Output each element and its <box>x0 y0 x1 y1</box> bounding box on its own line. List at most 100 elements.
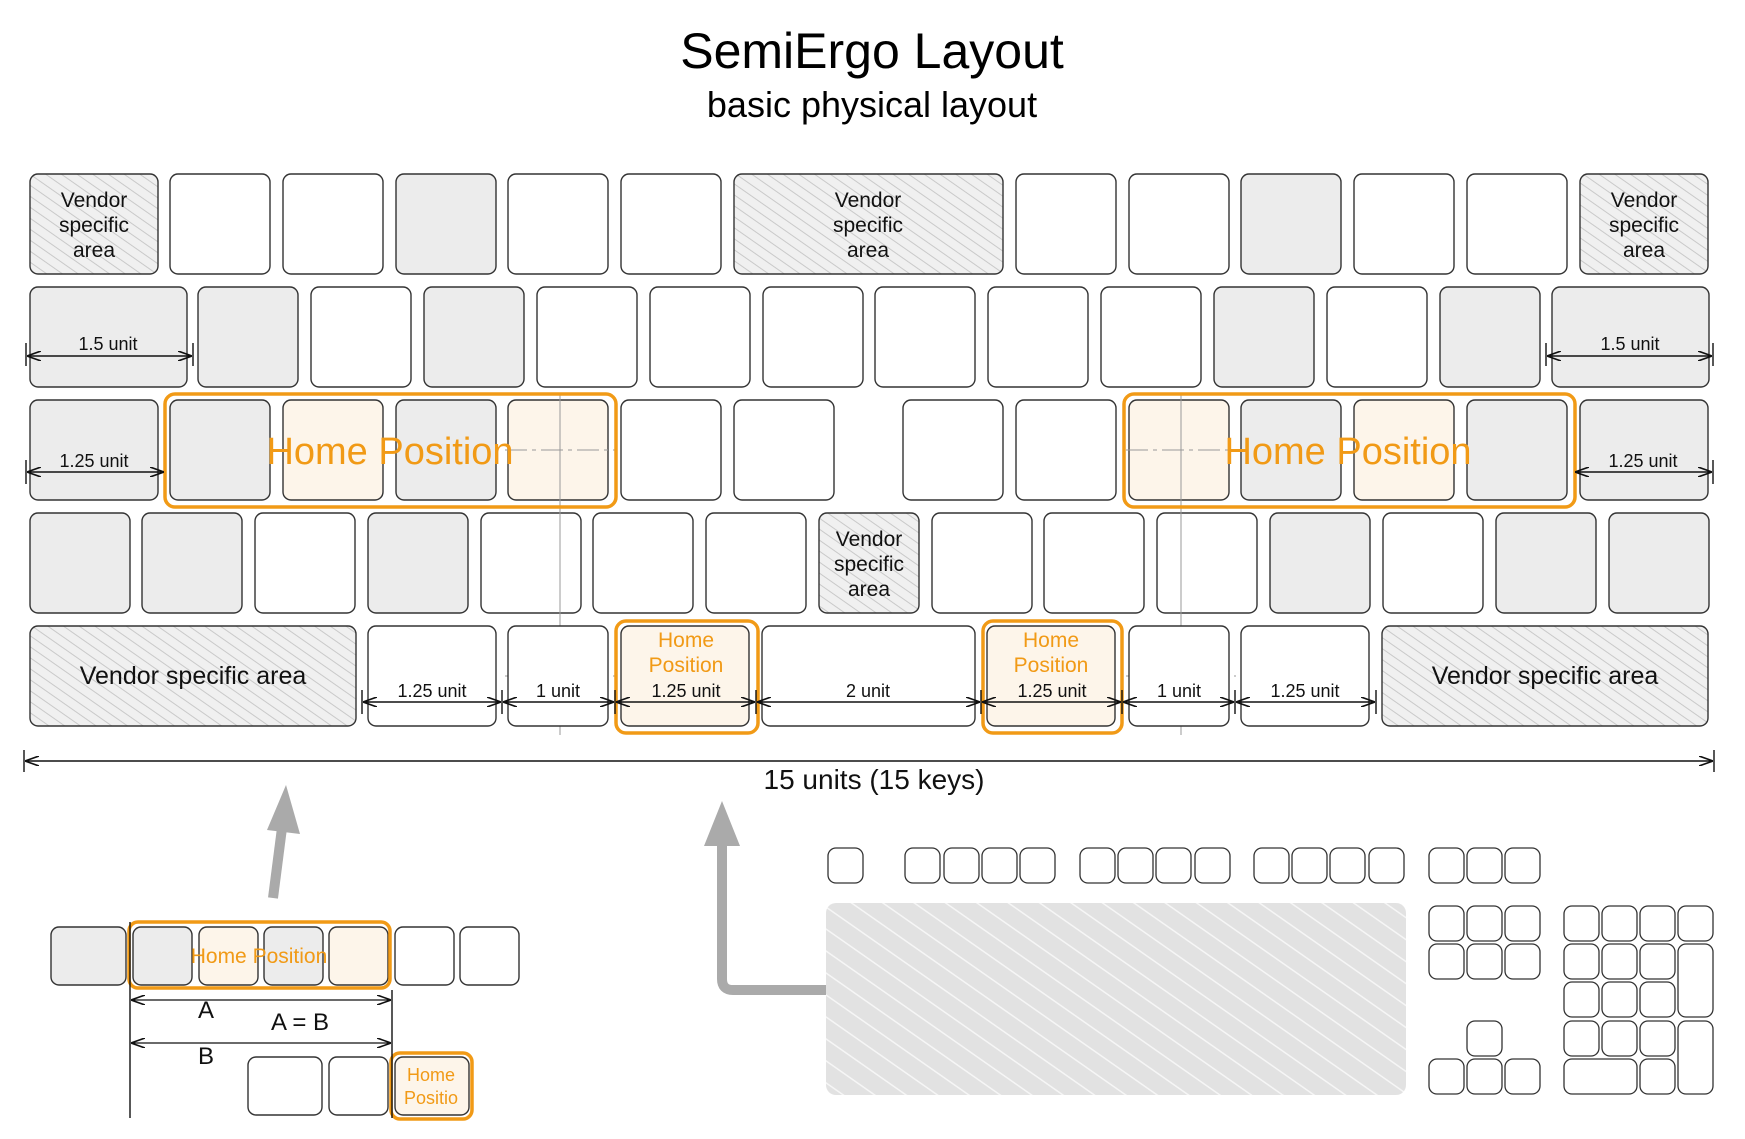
svg-text:1.25 unit: 1.25 unit <box>651 681 720 701</box>
home-position-frames <box>163 392 1577 735</box>
key-1-25u <box>1240 625 1370 727</box>
key-vendor-top-right <box>1579 173 1709 275</box>
svg-text:1.25 unit: 1.25 unit <box>1608 451 1677 471</box>
key <box>141 512 243 614</box>
vendor-label-bottom-right: Vendor specific area <box>1432 662 1659 690</box>
home-position-label-right: Home Position <box>1224 431 1471 473</box>
home-thumb-label-right: Home Position <box>1014 629 1089 677</box>
svg-text:2 unit: 2 unit <box>846 681 890 701</box>
key <box>1269 512 1371 614</box>
key-1u <box>507 625 609 727</box>
key-1-5u-right <box>1551 286 1710 388</box>
diagram-subtitle: basic physical layout <box>707 84 1037 125</box>
key <box>762 286 864 388</box>
key <box>536 286 638 388</box>
svg-text:specific: specific <box>59 214 129 237</box>
svg-text:Position: Position <box>1014 654 1089 677</box>
key <box>733 399 835 501</box>
inset-home-label: Home Position <box>191 945 328 968</box>
key-1-25u-right <box>1579 399 1709 501</box>
svg-text:1.5 unit: 1.5 unit <box>78 334 137 354</box>
key <box>620 399 722 501</box>
key-row-2 <box>29 286 1710 388</box>
svg-text:area: area <box>1623 239 1665 262</box>
key <box>1439 286 1541 388</box>
svg-text:Home: Home <box>1023 629 1079 652</box>
dim-1-5-right: 1.5 unit <box>1545 334 1714 366</box>
key <box>1100 286 1202 388</box>
key <box>282 399 384 501</box>
key <box>1495 512 1597 614</box>
key <box>169 399 271 501</box>
svg-text:Positio: Positio <box>404 1088 458 1108</box>
dim-1-25-row3-right: 1.25 unit <box>1576 451 1714 484</box>
key <box>931 512 1033 614</box>
svg-text:1 unit: 1 unit <box>1157 681 1201 701</box>
key <box>1353 173 1455 275</box>
key-row-1 <box>29 173 1709 275</box>
svg-text:Home: Home <box>658 629 714 652</box>
vendor-label-top-left: Vendor specific area <box>59 189 129 262</box>
dims-row5-labels: 1.25 unit 1 unit 1.25 unit 2 unit 1.25 u… <box>397 681 1339 701</box>
key <box>874 286 976 388</box>
svg-text:15 units (15 keys): 15 units (15 keys) <box>764 764 985 795</box>
key <box>1353 399 1455 501</box>
svg-text:specific: specific <box>833 214 903 237</box>
key-row-4 <box>29 512 1710 614</box>
key <box>1015 399 1117 501</box>
key-1-25u <box>367 625 497 727</box>
key <box>620 173 722 275</box>
key <box>1608 512 1710 614</box>
key <box>480 512 582 614</box>
svg-text:area: area <box>847 239 889 262</box>
key-vendor-top-left <box>29 173 159 275</box>
key <box>1326 286 1428 388</box>
svg-text:area: area <box>73 239 115 262</box>
vendor-label-top-center: Vendor specific area <box>833 189 903 262</box>
key-vendor-top-center <box>733 173 1004 275</box>
key <box>1128 173 1230 275</box>
key <box>1466 399 1568 501</box>
inset-label-b: B <box>198 1043 214 1070</box>
key <box>987 286 1089 388</box>
key <box>254 512 356 614</box>
dim-1-25-row3-left: 1.25 unit <box>25 451 163 484</box>
key <box>29 512 131 614</box>
home-thumb-label-left: Home Position <box>649 629 724 677</box>
key <box>1015 173 1117 275</box>
vendor-label-mid: Vendor specific area <box>834 528 904 601</box>
vendor-label-bottom-left: Vendor specific area <box>80 662 307 690</box>
dim-total-width: 15 units (15 keys) <box>23 750 1715 795</box>
inset-label-a: A <box>198 997 214 1024</box>
key <box>367 512 469 614</box>
key-vendor-bottom-right <box>1381 625 1709 727</box>
key <box>1240 173 1342 275</box>
diagram-title: SemiErgo Layout <box>680 23 1064 79</box>
key <box>1240 399 1342 501</box>
svg-text:1.25 unit: 1.25 unit <box>1270 681 1339 701</box>
svg-text:Vendor: Vendor <box>61 189 128 212</box>
key <box>310 286 412 388</box>
key <box>1043 512 1145 614</box>
svg-text:Vendor: Vendor <box>1611 189 1678 212</box>
svg-text:1.25 unit: 1.25 unit <box>397 681 466 701</box>
keyboard-thumbnail <box>827 847 1714 1095</box>
key <box>1382 512 1484 614</box>
svg-text:1 unit: 1 unit <box>536 681 580 701</box>
key <box>507 173 609 275</box>
key <box>1156 512 1258 614</box>
key-1u <box>1128 625 1230 727</box>
key-1-5u-left <box>29 286 188 388</box>
svg-text:Home: Home <box>407 1065 455 1085</box>
svg-text:Vendor: Vendor <box>835 189 902 212</box>
key <box>197 286 299 388</box>
inset-home-small-label: Home Positio <box>404 1065 458 1108</box>
dim-1-5-left: 1.5 unit <box>25 334 194 366</box>
key <box>395 173 497 275</box>
key-1-25u-left <box>29 399 159 501</box>
inset-label-eq: A = B <box>271 1009 329 1036</box>
svg-text:1.25 unit: 1.25 unit <box>59 451 128 471</box>
key <box>1466 173 1568 275</box>
arrow-up-left <box>267 785 300 899</box>
